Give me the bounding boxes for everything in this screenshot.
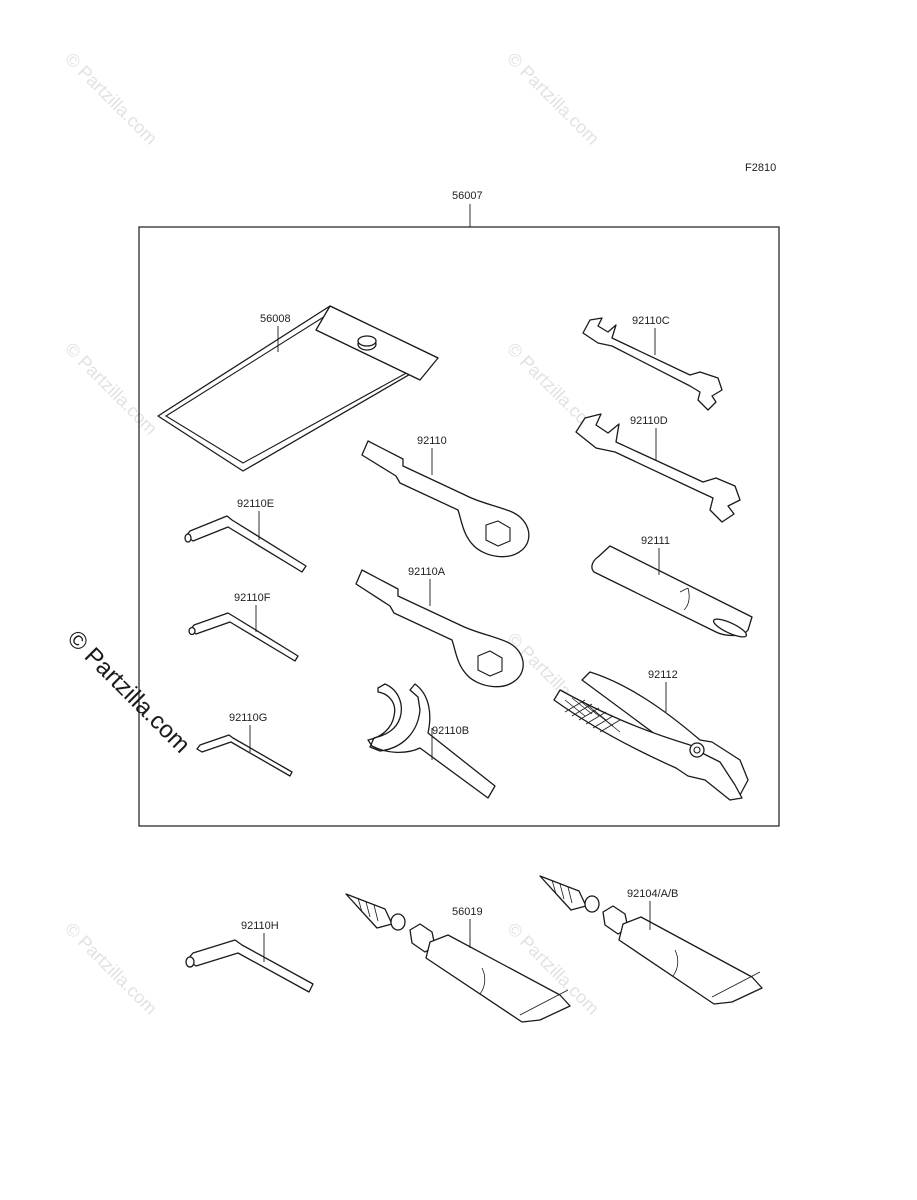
label-92110F: 92110F [234, 592, 271, 604]
label-92110: 92110 [417, 435, 447, 447]
watermark-text: © Partzilla.com [61, 919, 161, 1019]
ring-wrench-92110[interactable] [361, 440, 530, 558]
label-92110G: 92110G [229, 712, 267, 724]
label-92110B: 92110B [432, 725, 469, 737]
label-92110E: 92110E [237, 498, 274, 510]
label-92111: 92111 [641, 535, 670, 547]
handle-bar-92111[interactable] [591, 545, 753, 640]
label-56019: 56019 [452, 906, 483, 918]
side-watermark: © Partzilla.com [62, 625, 195, 758]
kit-label: 56007 [452, 190, 483, 202]
label-92110D: 92110D [630, 415, 668, 427]
label-92112: 92112 [648, 669, 678, 681]
tool-pouch[interactable] [157, 305, 439, 472]
ring-wrench-92110A[interactable] [355, 569, 524, 688]
hex-key-92110E[interactable] [184, 515, 307, 573]
label-92110H: 92110H [241, 920, 279, 932]
hex-key-92110F[interactable] [188, 612, 299, 662]
open-wrench-92110D[interactable] [575, 413, 741, 523]
hook-spanner-92110B[interactable] [367, 683, 496, 799]
grease-tube-92104[interactable] [539, 875, 763, 1005]
kit-frame [138, 226, 780, 827]
watermark-text: © Partzilla.com [61, 339, 161, 439]
hex-key-92110H[interactable] [185, 939, 314, 993]
pliers-92112[interactable] [553, 671, 749, 801]
label-92110A: 92110A [408, 566, 446, 578]
watermark-text: © Partzilla.com [503, 49, 603, 149]
open-wrench-92110C[interactable] [582, 317, 723, 411]
grease-tube-56019[interactable] [345, 893, 571, 1023]
diagram-code: F2810 [745, 162, 776, 174]
watermark-text: © Partzilla.com [61, 49, 161, 149]
label-92104: 92104/A/B [627, 888, 678, 900]
label-56008: 56008 [260, 313, 291, 325]
hex-key-92110G[interactable] [196, 734, 293, 777]
label-92110C: 92110C [632, 315, 670, 327]
